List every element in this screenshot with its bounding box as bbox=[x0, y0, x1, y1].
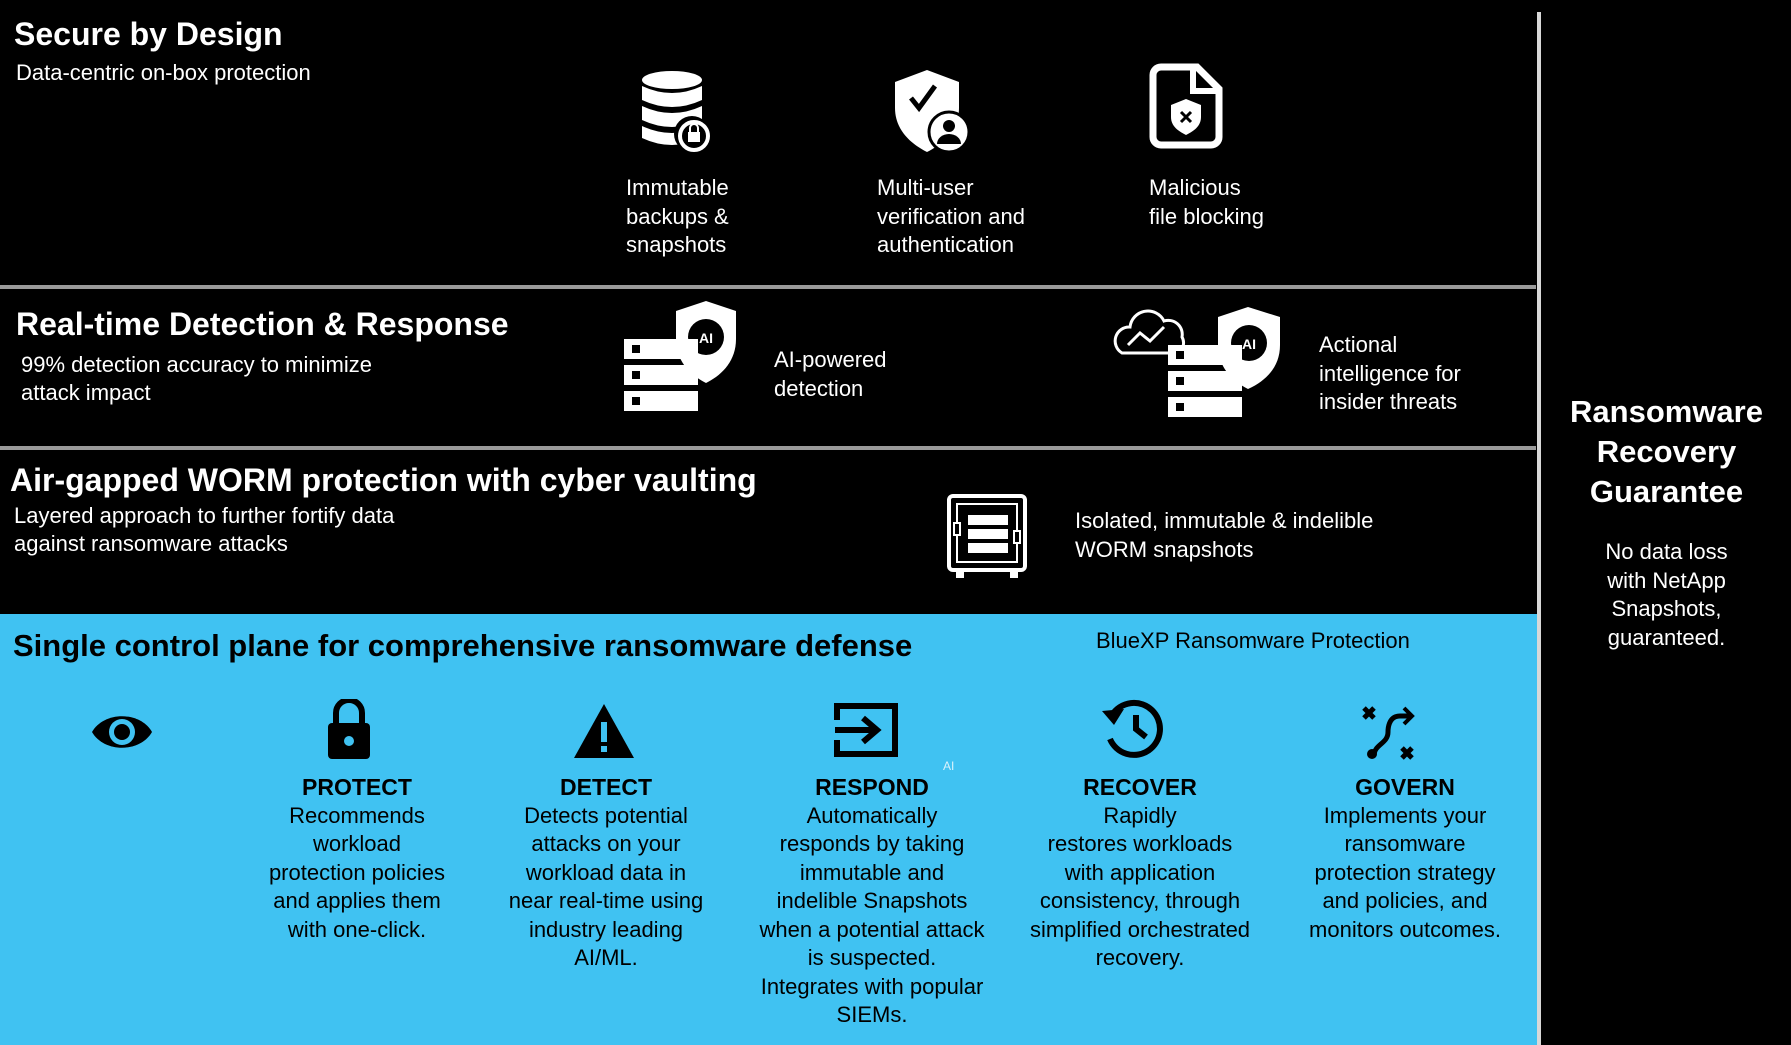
worm-protection-section: Air-gapped WORM protection with cyber va… bbox=[0, 450, 1536, 611]
vertical-divider bbox=[1537, 12, 1541, 1045]
feature-label: Isolated, immutable & indelible WORM sna… bbox=[1075, 508, 1374, 562]
control-plane-section: Single control plane for comprehensive r… bbox=[0, 614, 1538, 1045]
guarantee-text: No data loss with NetApp Snapshots, guar… bbox=[1605, 539, 1728, 650]
column-text: Automatically responds by taking immutab… bbox=[759, 802, 985, 1028]
product-name: BlueXP Ransomware Protection bbox=[1096, 628, 1410, 653]
section-title: Secure by Design bbox=[14, 16, 283, 52]
route-icon bbox=[1362, 706, 1415, 760]
shield-user-check-icon bbox=[895, 70, 971, 154]
section-subtitle: 99% detection accuracy to minimize attac… bbox=[21, 352, 372, 405]
column-text: Rapidly restores workloads with applicat… bbox=[1029, 802, 1251, 971]
column-heading: RECOVER bbox=[1083, 774, 1197, 800]
feature-label: Multi-user verification and authenticati… bbox=[877, 175, 1025, 257]
section-title: Air-gapped WORM protection with cyber va… bbox=[10, 462, 757, 498]
column-heading: DETECT bbox=[560, 774, 652, 800]
detection-response-section: Real-time Detection & Response 99% detec… bbox=[0, 289, 1536, 446]
section-title: Single control plane for comprehensive r… bbox=[13, 628, 913, 663]
feature-label: AI-powered detection bbox=[774, 347, 887, 401]
section-title: Real-time Detection & Response bbox=[16, 306, 509, 342]
history-icon bbox=[1102, 699, 1163, 758]
column-text: Implements your ransomware protection st… bbox=[1309, 802, 1501, 942]
feature-label: Malicious file blocking bbox=[1149, 175, 1264, 229]
database-lock-icon bbox=[642, 71, 710, 152]
lock-icon bbox=[328, 699, 370, 759]
divider bbox=[0, 446, 1536, 450]
divider bbox=[0, 285, 1536, 289]
column-heading: GOVERN bbox=[1355, 774, 1455, 800]
sign-in-icon bbox=[834, 703, 898, 757]
guarantee-title: Ransomware Recovery Guarantee bbox=[1570, 394, 1763, 509]
column-heading: RESPOND bbox=[815, 774, 929, 800]
feature-label: Actional intelligence for insider threat… bbox=[1319, 332, 1461, 414]
warning-icon bbox=[574, 704, 634, 758]
secure-by-design-section: Secure by Design Data-centric on-box pro… bbox=[0, 0, 1536, 285]
column-text: Recommends workload protection policies … bbox=[268, 802, 446, 942]
ai-badge: AI bbox=[1242, 336, 1256, 352]
server-ai-shield-icon: AI bbox=[624, 301, 736, 411]
eye-icon bbox=[92, 716, 152, 748]
vault-icon bbox=[947, 494, 1027, 578]
cloud-server-ai-shield-icon: AI bbox=[1113, 307, 1280, 417]
ai-badge: AI bbox=[699, 330, 713, 346]
section-subtitle: Layered approach to further fortify data… bbox=[14, 503, 395, 556]
column-text: Detects potential attacks on your worklo… bbox=[508, 802, 704, 971]
feature-label: Immutable backups & snapshots bbox=[626, 175, 729, 257]
section-subtitle: Data-centric on-box protection bbox=[16, 60, 311, 85]
ai-mark: AI bbox=[943, 759, 955, 773]
column-heading: PROTECT bbox=[302, 774, 412, 800]
file-shield-icon bbox=[1149, 63, 1223, 149]
